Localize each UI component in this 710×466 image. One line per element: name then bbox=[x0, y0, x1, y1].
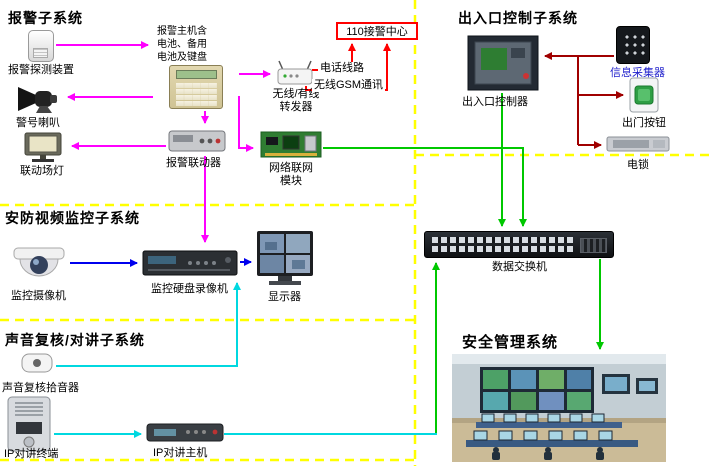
access-controller-image bbox=[467, 35, 539, 91]
repeater-label: 无线/有线 转发器 bbox=[272, 88, 320, 114]
alarm-center-110-label: 110接警中心 bbox=[346, 26, 408, 38]
siren-horn-image bbox=[18, 87, 57, 113]
exit-button-label: 出门按钮 bbox=[622, 117, 666, 129]
network-module-image bbox=[260, 131, 322, 158]
section-title-alarm: 报警子系统 bbox=[8, 10, 83, 26]
alarm-linkage-image bbox=[168, 130, 226, 152]
alarm-host-label: 报警主机含 电池、备用 电池及键盘 bbox=[157, 25, 207, 64]
wire-pickup-to-dvr bbox=[56, 282, 241, 367]
electric-lock-label: 电锁 bbox=[627, 159, 649, 171]
camera-label: 监控摄像机 bbox=[11, 290, 66, 302]
alarm-host-image: 报警主机含 电池、备用 电池及键盘 bbox=[155, 25, 237, 109]
wire-host-to-network-module bbox=[238, 96, 254, 152]
electric-lock-image bbox=[606, 136, 670, 152]
ip-terminal-image bbox=[7, 396, 51, 452]
repeater-image bbox=[277, 60, 313, 85]
exit-button-image bbox=[629, 77, 659, 113]
floodlight-label: 联动场灯 bbox=[20, 165, 64, 177]
control-room-image bbox=[452, 354, 666, 462]
alarm-keypad-image bbox=[169, 65, 223, 109]
alarm-linkage-label: 报警联动器 bbox=[166, 157, 221, 169]
alarm-detector-label: 报警探测装置 bbox=[8, 64, 74, 76]
audio-pickup-label: 声音复核拾音器 bbox=[2, 382, 79, 394]
audio-pickup-image bbox=[21, 353, 53, 373]
ip-host-label: IP对讲主机 bbox=[153, 447, 208, 459]
dome-camera-image bbox=[13, 247, 65, 277]
dvr-label: 监控硬盘录像机 bbox=[151, 283, 228, 295]
siren-label: 警号喇叭 bbox=[16, 117, 60, 129]
ip-host-image bbox=[146, 423, 224, 442]
network-module-label: 网络联网 模块 bbox=[269, 162, 313, 188]
monitor-label: 显示器 bbox=[268, 291, 301, 303]
data-switch-label: 数据交换机 bbox=[492, 261, 547, 273]
data-switch-image bbox=[424, 231, 614, 258]
info-collector-image bbox=[616, 26, 650, 64]
section-title-access: 出入口控制子系统 bbox=[458, 10, 578, 26]
ip-terminal-label: IP对讲终端 bbox=[4, 448, 59, 460]
section-title-management: 安全管理系统 bbox=[462, 334, 559, 351]
floodlight-image bbox=[24, 132, 62, 162]
section-title-video: 安防视频监控子系统 bbox=[5, 210, 140, 226]
section-title-audio: 声音复核/对讲子系统 bbox=[5, 332, 145, 348]
monitor-image bbox=[257, 231, 313, 285]
info-collector-label: 信息采集器 bbox=[610, 67, 665, 79]
access-controller-label: 出入口控制器 bbox=[462, 96, 528, 108]
phone-line-label: 电话线路 bbox=[318, 62, 366, 76]
wire-module-to-switch bbox=[323, 147, 527, 227]
alarm-detector-image bbox=[28, 30, 54, 62]
alarm-center-110-box: 110接警中心 bbox=[336, 22, 418, 40]
gsm-label: 无线GSM通讯 bbox=[312, 79, 386, 93]
dvr-image bbox=[142, 250, 238, 276]
